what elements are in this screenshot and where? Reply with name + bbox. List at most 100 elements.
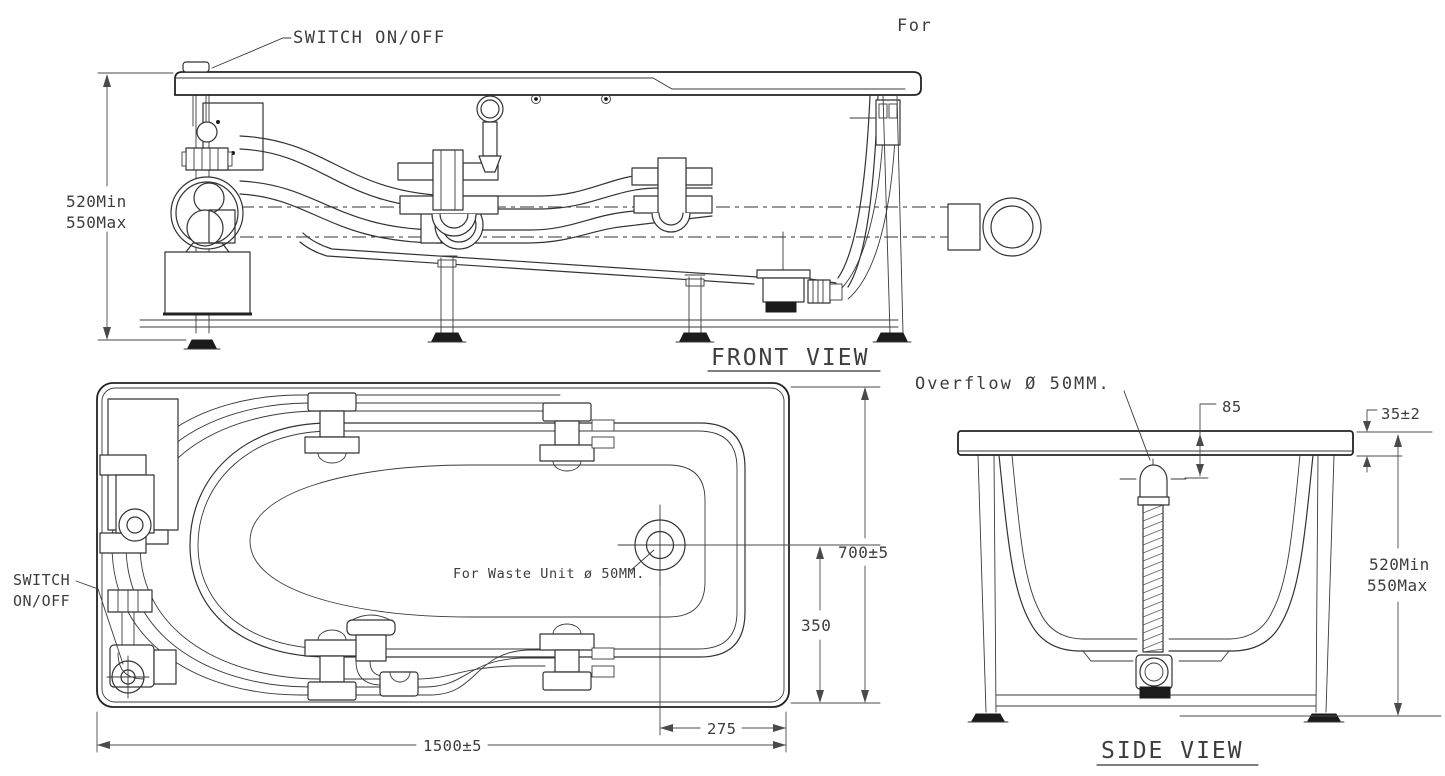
leg-collar — [437, 259, 457, 268]
jet-cap — [307, 681, 357, 701]
valve-bar-left — [397, 162, 434, 181]
front-leg-3 — [675, 274, 715, 343]
front-height-dimension: 520Min 550Max — [66, 72, 187, 341]
top-pipe-bottom-run-3 — [319, 665, 546, 680]
jet-cap — [542, 402, 592, 422]
drain-hose-adapter — [829, 283, 843, 301]
side-wall-left-outer — [998, 454, 1138, 652]
front-valve-right — [631, 157, 713, 233]
front-tub-bottom-lower — [299, 241, 755, 285]
leg-foot — [679, 332, 711, 342]
top-tub-wall-outer — [189, 422, 746, 658]
top-dimensions: 700±5 350 275 1500±5 — [96, 386, 889, 755]
valve-body — [657, 157, 687, 215]
valve-outlet-arc — [389, 671, 411, 683]
elbow-side — [153, 649, 177, 685]
elbow-arc — [117, 652, 145, 680]
dim-700-arrow-down — [861, 690, 869, 703]
valve-elbow-outer — [355, 660, 383, 686]
front-motor-neck — [185, 242, 230, 253]
valve-cap — [346, 619, 396, 636]
switch-circle-inner — [120, 669, 136, 685]
jet-stem — [554, 649, 580, 673]
ribbed-union — [107, 589, 153, 613]
side-wing-right — [1178, 650, 1230, 662]
top-pipe-stub-3 — [591, 647, 615, 660]
top-pipe-bottom-run-1 — [299, 649, 561, 696]
front-coupling-right-ring-inner — [990, 205, 1034, 249]
ribbed-union-ribs — [117, 589, 139, 613]
side-leg-right — [1315, 454, 1335, 713]
front-union-tab-right — [227, 151, 233, 167]
jet-base-arc — [317, 629, 347, 641]
side-wing-left — [1082, 650, 1134, 662]
front-pump-union — [185, 147, 229, 171]
dim-700-text: 700±5 — [838, 543, 889, 562]
drain-flange — [756, 269, 811, 279]
front-drain-trap — [756, 231, 843, 313]
dim-85-text: 85 — [1222, 398, 1242, 416]
drain-nut-ribs — [812, 279, 824, 304]
top-switch: SWITCH ON/OFF — [13, 571, 150, 699]
jet-base-arc — [317, 452, 347, 464]
side-wall-right-inner — [1168, 454, 1301, 640]
front-right-leg — [882, 94, 904, 334]
dim-350-text: 350 — [801, 616, 831, 635]
front-rim-jet-1-dot — [534, 97, 538, 101]
front-switch-label: SWITCH ON/OFF — [293, 28, 446, 48]
dim-35-arrow-down — [1363, 421, 1371, 432]
top-jet-fitting-4 — [539, 623, 595, 691]
jet-stem — [319, 655, 345, 683]
drain-ring-outer — [1139, 657, 1169, 687]
valve-body — [355, 634, 387, 662]
front-coupling-right-body — [947, 203, 981, 251]
front-leg-1-foot — [187, 339, 217, 349]
front-elbow-ring — [196, 121, 218, 143]
drain-body — [762, 277, 805, 303]
front-height-max: 550Max — [66, 213, 127, 232]
side-leg-left — [977, 454, 997, 713]
front-rim-jet-2 — [601, 94, 611, 104]
leg-lines — [440, 257, 454, 334]
valve-ubend-outer — [651, 212, 691, 233]
front-rim-inner-edge — [174, 77, 906, 90]
jet-base — [304, 436, 360, 454]
waste-leader — [629, 549, 655, 572]
side-foot-left — [971, 713, 1005, 722]
front-switch-knob — [182, 61, 210, 73]
front-frame-rail — [139, 319, 899, 328]
top-waste-unit: For Waste Unit ø 50MM. — [453, 504, 703, 586]
valve-ring-inner — [126, 516, 144, 534]
top-bottom-valve — [346, 614, 419, 697]
top-jet-fitting-3 — [304, 629, 360, 701]
top-right-partial-text: For — [897, 16, 932, 36]
dim-arrow-up — [103, 74, 111, 87]
jet-stem — [554, 420, 580, 446]
valve-ubend-inner — [439, 213, 469, 229]
valve-ubend-inner — [658, 212, 684, 226]
front-motor-box — [164, 251, 251, 315]
front-pump-eye-lower — [186, 209, 224, 247]
dim-35-text: 35±2 — [1381, 405, 1420, 423]
side-wall-left-inner — [1011, 454, 1138, 640]
jet-base — [539, 444, 595, 462]
dim-275-arrow-right — [773, 724, 786, 732]
front-dot-1 — [216, 120, 220, 124]
front-rim-jet-2-dot — [604, 97, 608, 101]
jet-cap — [307, 392, 357, 412]
dim-1500-arrow-right — [773, 741, 786, 749]
valve-ring-outer — [118, 508, 152, 542]
valve-body-lines — [440, 149, 456, 211]
valve-ubend-outer — [431, 213, 477, 237]
front-leg-4-foot — [876, 332, 908, 342]
valve-bar-left — [631, 167, 659, 186]
side-height-dimension: 520Min 550Max — [1179, 434, 1442, 717]
front-valve-left — [397, 149, 499, 237]
side-view: Overflow Ø 50MM. 85 35±2 520Min 550Max — [915, 374, 1442, 766]
valve-bar-right — [685, 167, 713, 186]
top-jet-fitting-1 — [304, 392, 360, 464]
switch-circle-outer — [111, 660, 145, 694]
top-pipe-stub-2 — [591, 436, 615, 449]
dim-arrow-up — [1394, 434, 1402, 447]
